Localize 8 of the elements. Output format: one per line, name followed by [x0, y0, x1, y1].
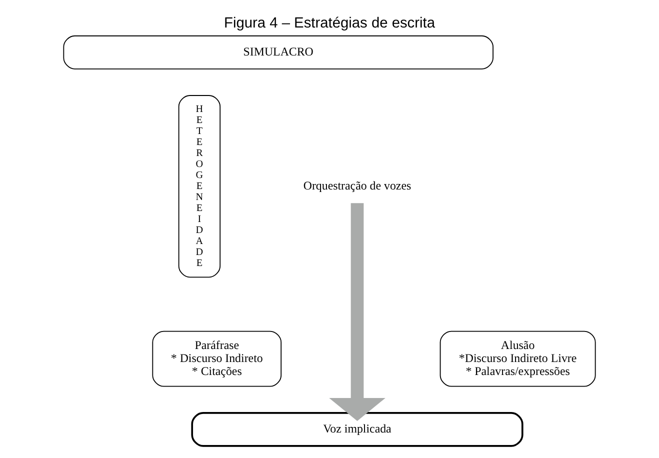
- node-box: Alusão *Discurso Indireto Livre * Palavras/expressões: [440, 330, 596, 387]
- arrow: [329, 203, 386, 421]
- node-box: SIMULACRO: [63, 35, 494, 70]
- node-box: Voz implicada: [191, 412, 524, 447]
- node-box: Paráfrase * Discurso Indireto * Citações: [152, 330, 282, 387]
- diagram-title: Figura 4 – Estratégias de escrita: [224, 15, 435, 32]
- node-text: Orquestração de vozes: [303, 178, 412, 192]
- node-box: HETEROGENEIDADE: [178, 95, 221, 278]
